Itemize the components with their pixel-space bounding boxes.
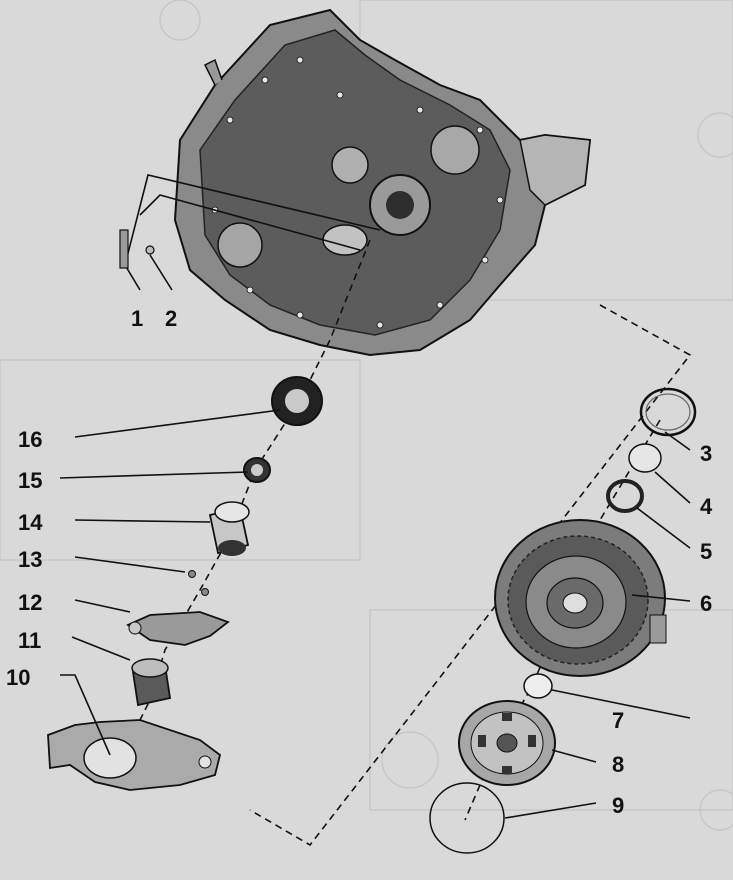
part-11-release-bearing	[131, 658, 172, 707]
part-8-clutch-disc	[458, 700, 556, 786]
label-11: 11	[18, 628, 41, 653]
part-10-guide-plate	[47, 719, 222, 791]
part-9-flywheel	[429, 782, 505, 854]
label-6: 6	[700, 591, 712, 616]
part-15-ring	[243, 457, 271, 483]
label-16: 16	[18, 427, 42, 452]
label-4: 4	[700, 494, 713, 519]
guide-pins	[119, 229, 155, 269]
label-9: 9	[612, 793, 624, 818]
label-14: 14	[18, 510, 43, 535]
gearbox-housing	[173, 8, 592, 357]
label-12: 12	[18, 590, 42, 615]
part-12-release-fork	[126, 611, 230, 646]
part-5-ring	[606, 479, 644, 513]
part-14-sleeve	[208, 501, 250, 556]
part-labels: 1 2 3 4 5 6 7 8 9 10 11 12 13 14 15 16	[6, 306, 713, 818]
part-16-seal	[271, 376, 323, 426]
label-1: 1	[131, 306, 143, 331]
part-13-bolts	[188, 570, 209, 596]
label-8: 8	[612, 752, 624, 777]
pin-lead-lines	[124, 174, 381, 291]
label-10: 10	[6, 665, 30, 690]
leader-lines	[59, 409, 691, 819]
label-2: 2	[165, 306, 177, 331]
label-3: 3	[700, 441, 712, 466]
label-15: 15	[18, 468, 42, 493]
part-6-pressure-plate	[494, 519, 667, 677]
label-5: 5	[700, 539, 712, 564]
part-7-spacer	[523, 673, 553, 699]
label-13: 13	[18, 547, 42, 572]
part-4-disc	[628, 443, 662, 473]
label-7: 7	[612, 708, 624, 733]
